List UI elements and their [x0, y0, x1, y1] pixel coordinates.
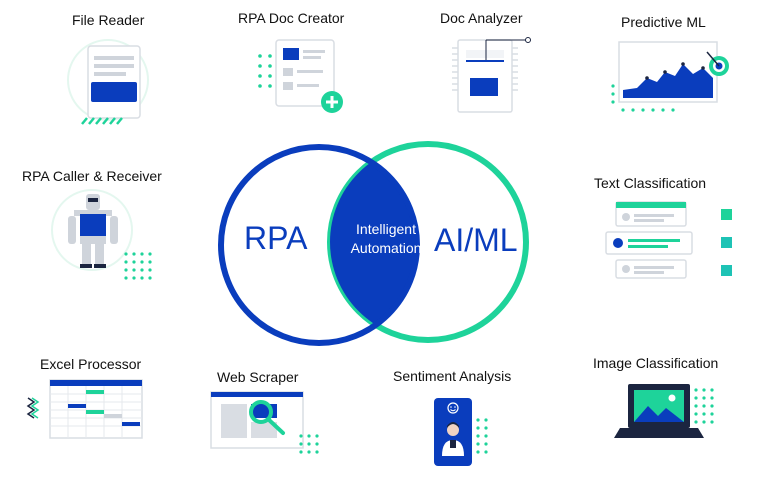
- label-file-reader: File Reader: [72, 12, 145, 28]
- label-predictive-ml: Predictive ML: [621, 14, 706, 30]
- label-image-classification: Image Classification: [593, 355, 719, 371]
- magnifier-icon: [249, 400, 273, 424]
- label-excel-processor: Excel Processor: [40, 356, 142, 372]
- venn-label-ai-ml: AI/ML: [434, 222, 518, 258]
- sentiment-analysis-illustration: [434, 398, 488, 466]
- file-reader-illustration: [67, 39, 149, 125]
- web-scraper-illustration: [210, 391, 319, 454]
- label-text-classification: Text Classification: [594, 175, 707, 191]
- label-sentiment-analysis: Sentiment Analysis: [393, 368, 512, 384]
- label-rpa-doc-creator: RPA Doc Creator: [238, 10, 345, 26]
- predictive-ml-illustration: [611, 41, 729, 112]
- venn-label-rpa: RPA: [244, 220, 308, 256]
- venn-intersection: [330, 147, 417, 340]
- smiley-icon: [447, 402, 459, 414]
- excel-processor-illustration: [26, 379, 143, 439]
- venn-label-intelligent: Intelligent: [356, 221, 416, 237]
- doc-analyzer-illustration: [452, 37, 531, 113]
- venn-label-automation: Automation: [350, 240, 422, 256]
- doc-creator-illustration: [258, 39, 343, 113]
- label-web-scraper: Web Scraper: [217, 369, 299, 385]
- label-doc-analyzer: Doc Analyzer: [440, 10, 523, 26]
- text-classification-illustration: [605, 201, 732, 279]
- label-rpa-caller-receiver: RPA Caller & Receiver: [22, 168, 162, 184]
- caller-receiver-illustration: [51, 189, 152, 280]
- venn-rpa-circle: [218, 144, 420, 346]
- image-classification-illustration: [614, 384, 714, 438]
